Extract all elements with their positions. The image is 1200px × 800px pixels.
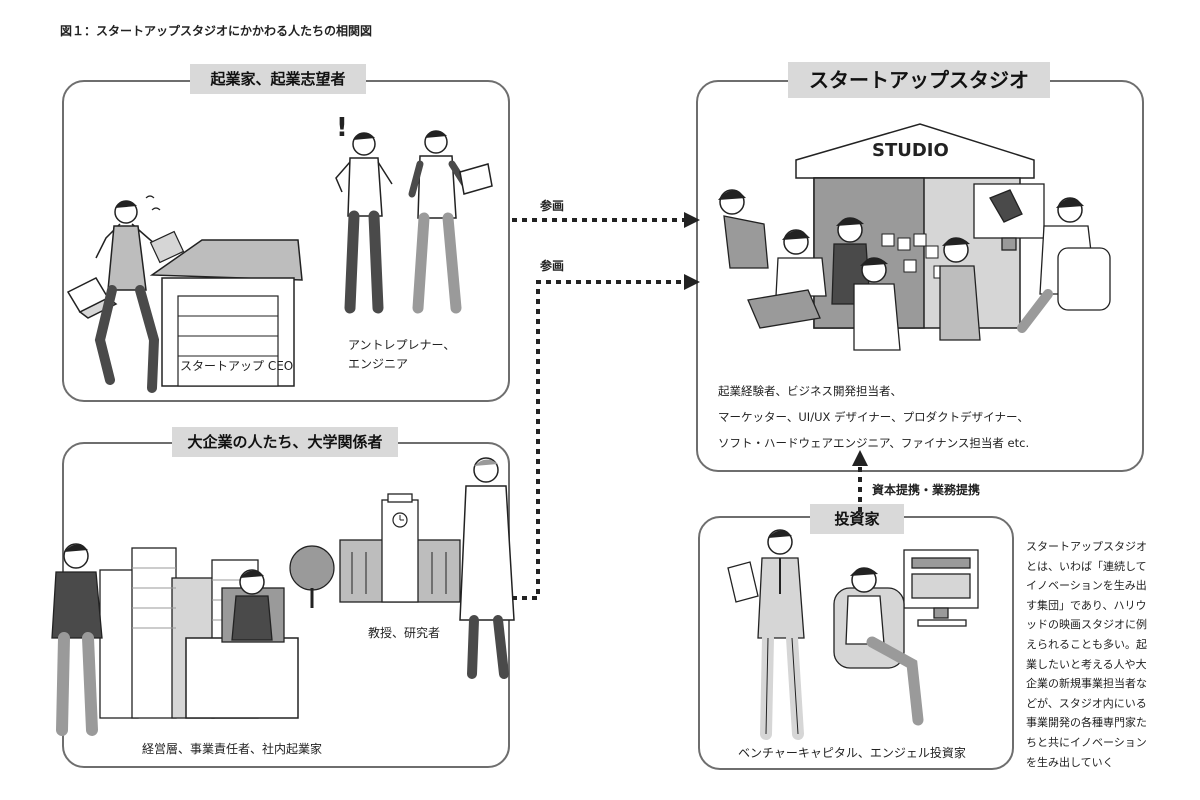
engineer-label-line2: エンジニア: [348, 357, 409, 371]
venture-capitalist-person-icon: [757, 529, 805, 740]
executive-person-icon: [221, 569, 285, 643]
team-member-icon: [718, 189, 769, 269]
join-label-bottom: 参画: [540, 259, 565, 273]
university-illustration: [289, 457, 515, 679]
sweat-icon: [145, 195, 161, 211]
engineer-person-icon: [408, 130, 493, 314]
entrepreneur-person-icon: [335, 132, 393, 314]
panel-investors-title: 投資家: [810, 504, 904, 534]
monitor-icon: [973, 183, 1045, 251]
exclamation-icon: !: [336, 113, 348, 143]
laptop-icon: [459, 163, 493, 195]
engineers-illustration: !: [335, 113, 493, 314]
document-icon: [727, 561, 759, 603]
executives-label: 経営層、事業責任者、社内起業家: [142, 742, 323, 756]
team-member-icon: [775, 229, 827, 297]
ceo-label: スタートアップ CEO: [180, 359, 294, 373]
figure-title: 図１：スタートアップスタジオにかかわる人たちの相関図: [60, 24, 373, 38]
investors-illustration: [727, 529, 979, 740]
studio-members-description: 起業経験者、ビジネス開発担当者、 マーケッター、UI/UX デザイナー、プロダク…: [718, 378, 1029, 456]
panel-studio-title: スタートアップスタジオ: [788, 62, 1050, 98]
angel-investor-person-icon: [833, 567, 924, 726]
investment-label: 資本提携・業務提携: [872, 483, 981, 497]
engineer-label-line1: アントレプレナー、: [348, 338, 456, 352]
investors-label: ベンチャーキャピタル、エンジェル投資家: [738, 746, 966, 760]
engineer-label: アントレプレナー、 エンジニア: [348, 336, 455, 374]
clock-icon: [392, 512, 408, 528]
studio-sign: STUDIO: [872, 140, 949, 161]
corporate-illustration: [51, 543, 299, 736]
tree-icon: [289, 545, 335, 608]
team-member-icon: [853, 257, 901, 351]
ceo-person-icon: [94, 200, 185, 393]
garage-icon: [149, 239, 303, 387]
professor-person-icon: [459, 457, 515, 679]
team-member-icon: [939, 237, 981, 341]
join-label-top: 参画: [540, 199, 565, 213]
join-arrow-bottom: [512, 274, 700, 600]
university-building-icon: [339, 493, 461, 603]
studio-illustration: STUDIO: [718, 123, 1111, 351]
studio-members-line2: マーケッター、UI/UX デザイナー、プロダクトデザイナー、: [718, 410, 1029, 424]
side-note: スタートアップスタジオとは、いわば「連続してイノベーションを生み出す集団」であり…: [1026, 540, 1147, 769]
monitor-icon: [903, 549, 979, 627]
investment-arrow: [852, 450, 868, 512]
panel-corporate-title: 大企業の人たち、大学関係者: [172, 427, 398, 457]
businessman-person-icon: [51, 543, 103, 736]
chair-icon: [1057, 247, 1111, 311]
studio-members-line3: ソフト・ハードウェアエンジニア、ファイナンス担当者 etc.: [718, 436, 1030, 450]
panel-entrepreneurs-title: 起業家、起業志望者: [190, 64, 366, 94]
join-arrow-top: [512, 212, 700, 228]
professors-label: 教授、研究者: [368, 626, 441, 640]
ceo-illustration: [66, 195, 303, 393]
studio-members-line1: 起業経験者、ビジネス開発担当者、: [718, 384, 902, 398]
desk-icon: [185, 637, 299, 719]
circuit-board-icon: [747, 289, 821, 329]
